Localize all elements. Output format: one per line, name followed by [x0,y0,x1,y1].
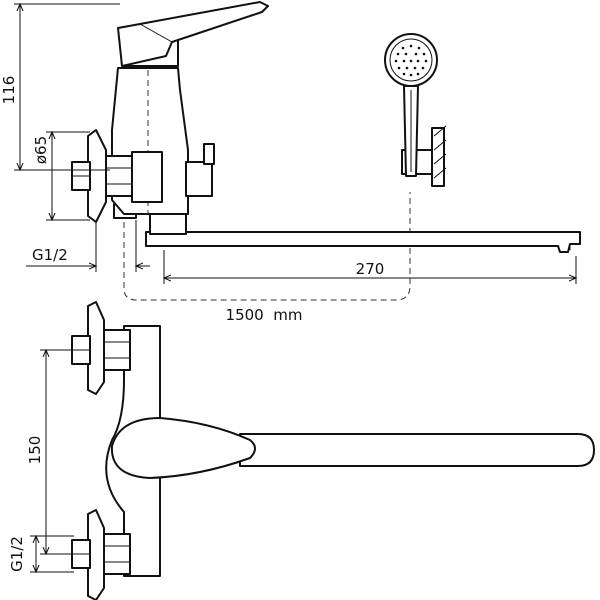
diameter-dimension-label: ø65 [32,136,50,164]
spout-top-view [239,433,595,467]
body-inner-detail [131,151,163,203]
side-view: 116 ø65 G1/2 270 1500 mm [0,1,581,324]
spout-collar [149,213,187,235]
wall-flange-upper [87,301,105,395]
spout-length-label: 270 [356,260,385,278]
shower-nozzle-dots [394,44,428,77]
thread-label-bottom: G1/2 [8,536,26,572]
lever-handle-side [117,1,269,67]
hand-shower-assembly [384,33,447,187]
lever-handle-front [110,417,256,479]
wall-flange-side [87,129,107,223]
inlet-nut-upper [103,329,131,371]
height-dimension-label: 116 [0,76,18,105]
front-view: 150 G1/2 [8,301,595,600]
spacing-dimension-label: 150 [26,436,44,465]
diverter-outlet [185,161,213,197]
hose-dashed-path [123,192,411,301]
thread-label-top: G1/2 [32,246,68,264]
inlet-nut-side [105,155,133,197]
spout-side [145,231,581,253]
wall-flange-lower [87,509,105,600]
hose-length-label: 1500 mm [226,306,303,324]
inlet-nut-lower [103,533,131,575]
diverter-knob [203,143,215,165]
